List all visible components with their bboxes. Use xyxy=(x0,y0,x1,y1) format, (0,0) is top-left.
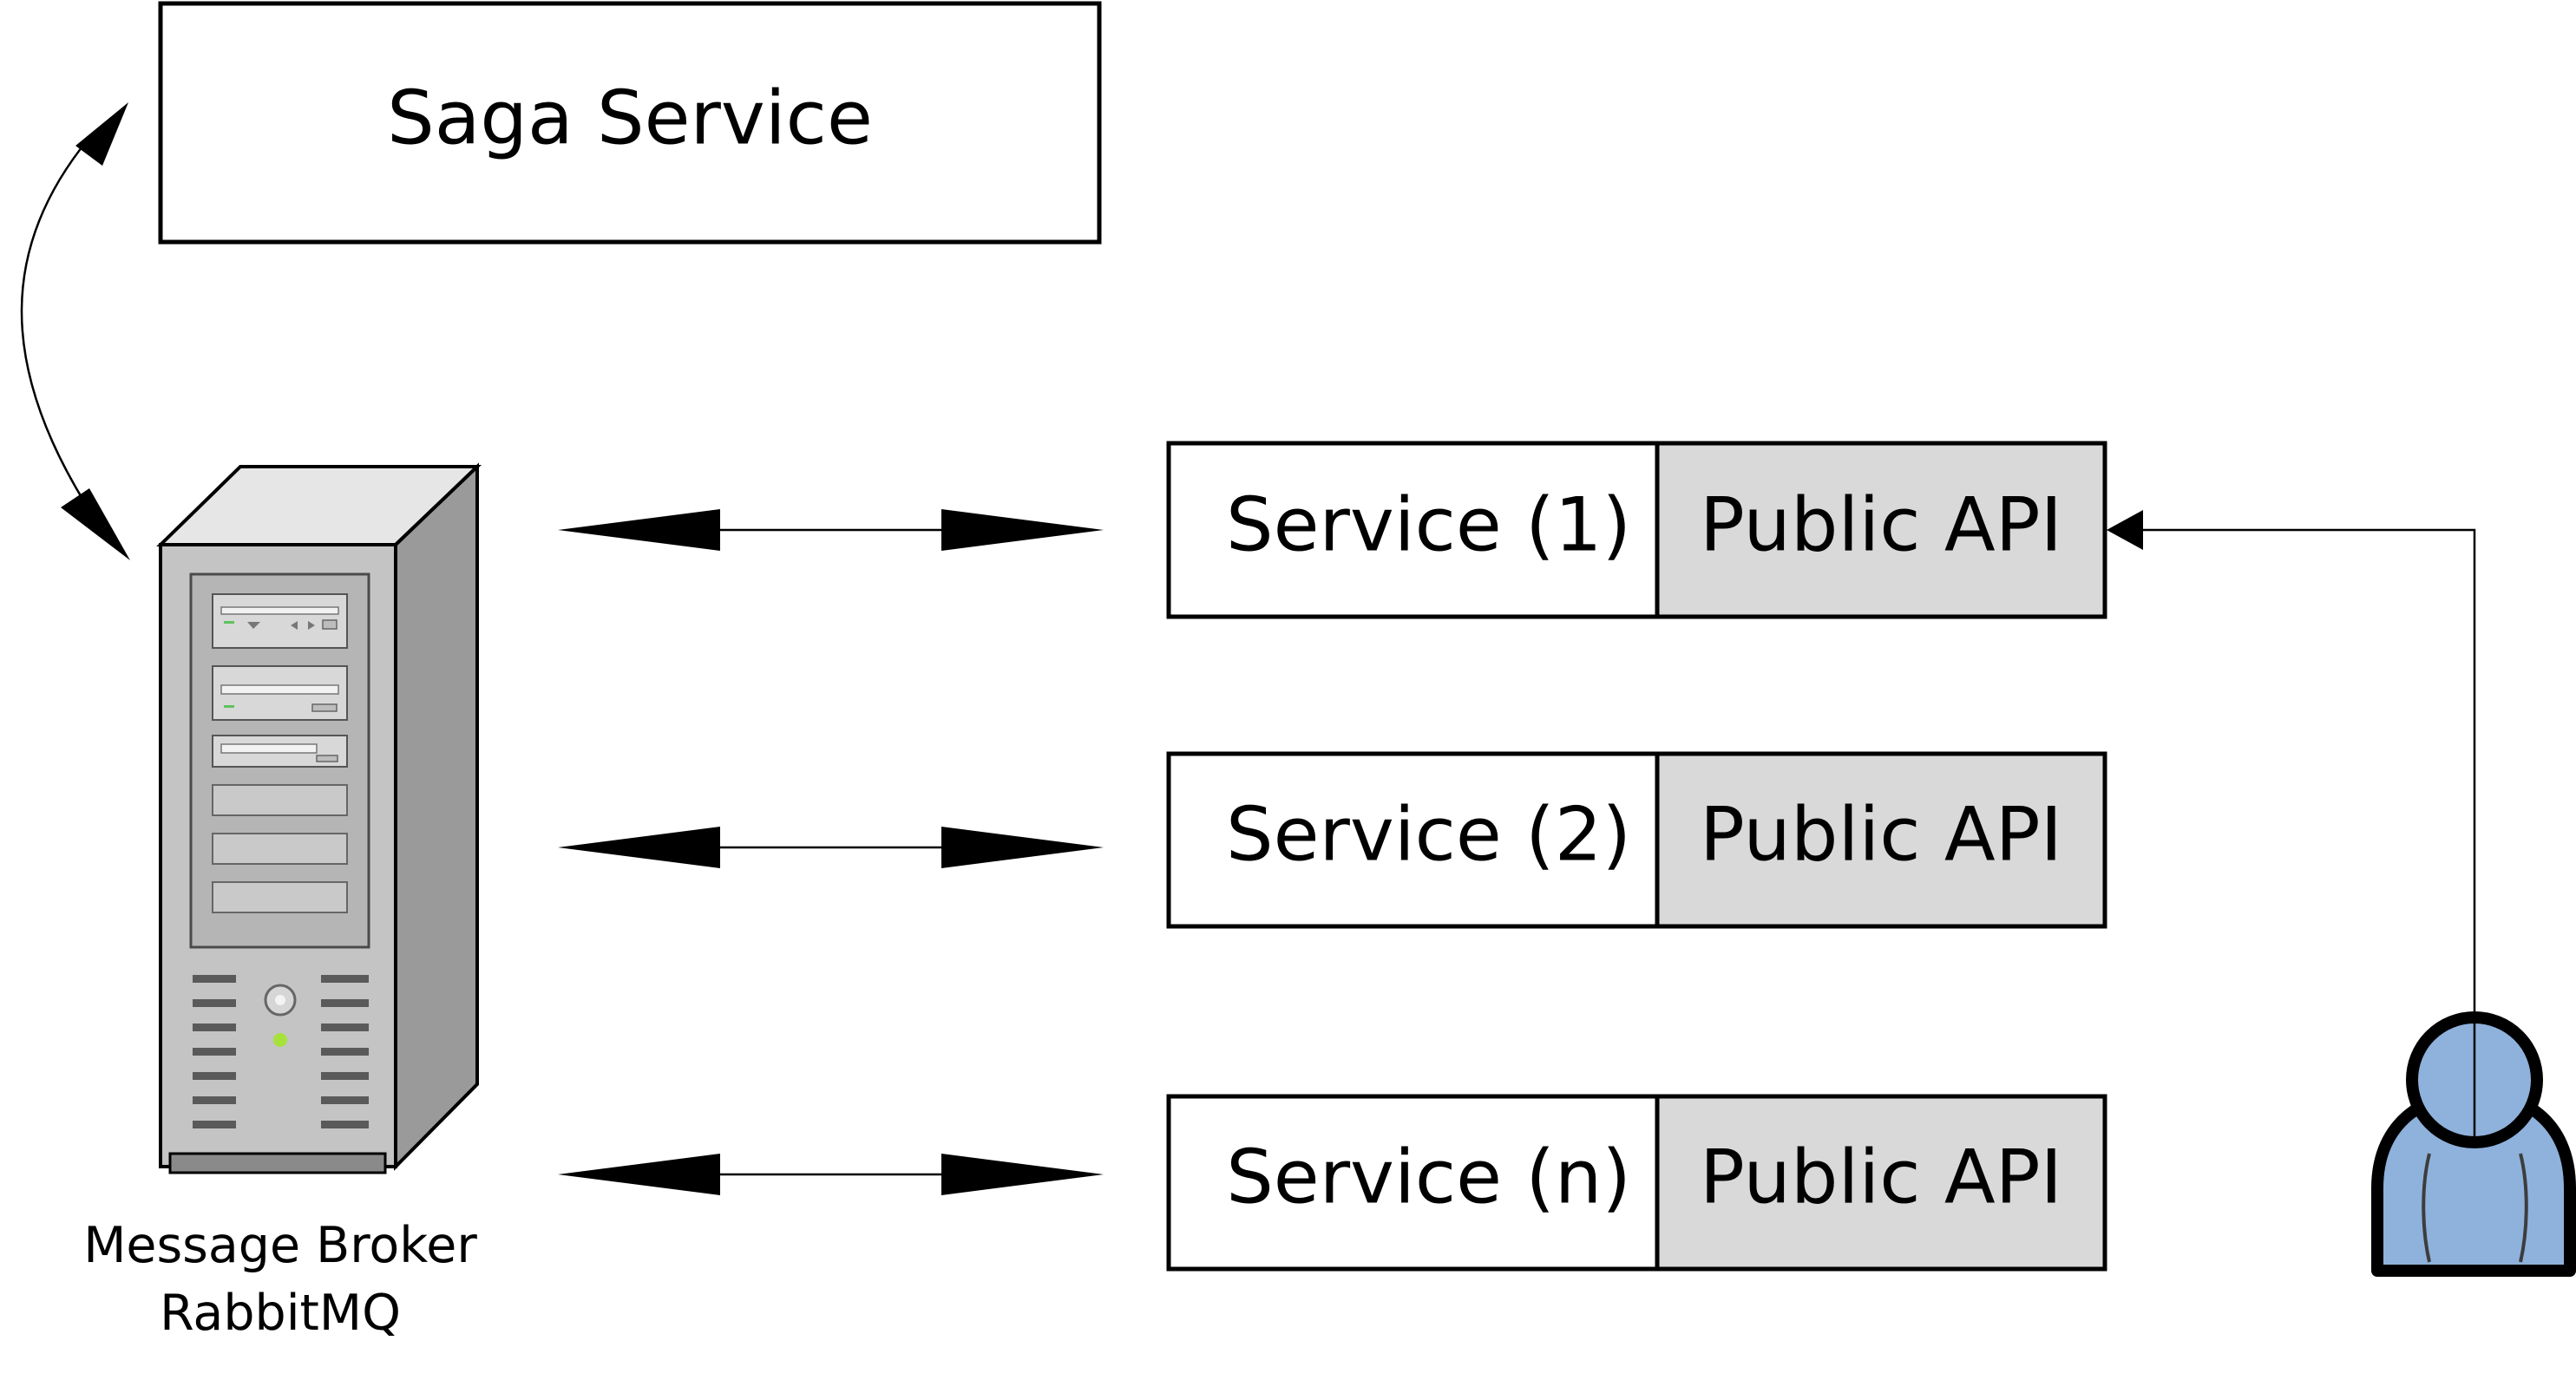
public-api-label: Public API xyxy=(1700,481,2062,568)
service-box: Service (n) Public API xyxy=(1166,1094,2107,1272)
service-name: Service (2) xyxy=(1226,791,1631,878)
broker-service-arrow xyxy=(558,827,1104,868)
service-name: Service (1) xyxy=(1226,481,1631,568)
user-api-connector xyxy=(2107,510,2476,1145)
broker-caption-line2: RabbitMQ xyxy=(160,1285,401,1342)
public-api-label: Public API xyxy=(1700,1134,2062,1220)
service-name: Service (n) xyxy=(1226,1134,1631,1220)
drive-bay xyxy=(212,735,348,768)
saga-service-box: Saga Service xyxy=(158,1,1102,245)
drive-bay xyxy=(212,665,348,721)
public-api-label: Public API xyxy=(1700,791,2062,878)
user-icon xyxy=(2371,1011,2576,1277)
broker-service-arrow xyxy=(558,509,1104,551)
service-box: Service (2) Public API xyxy=(1166,751,2107,929)
service-box: Service (1) Public API xyxy=(1166,441,2107,619)
saga-broker-arrow xyxy=(20,102,130,560)
status-led-icon xyxy=(273,1033,287,1047)
broker-service-arrow xyxy=(558,1154,1104,1195)
broker-caption-line1: Message Broker xyxy=(83,1217,477,1274)
server-tower-icon xyxy=(156,462,482,1174)
drive-bay xyxy=(212,593,348,649)
saga-service-label: Saga Service xyxy=(387,75,873,161)
